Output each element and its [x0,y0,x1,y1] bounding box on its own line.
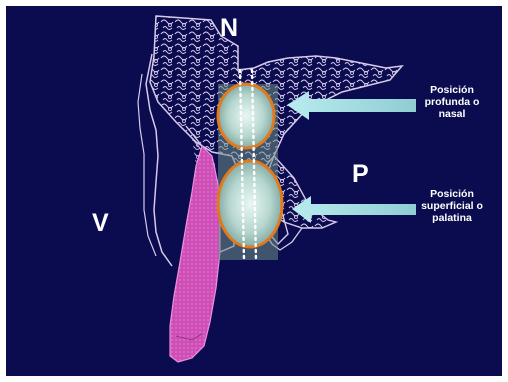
arrow-superficial [292,196,416,223]
arrow-deep [287,91,416,120]
caption-superficial-line-1: Posición [406,188,498,200]
tooth [170,146,220,362]
diagram-slide: N V P Posición profunda o nasal Posición… [6,6,502,376]
caption-superficial-line-2: superficial o [406,200,498,212]
caption-deep-line-2: profunda o [406,96,498,108]
caption-deep: Posición profunda o nasal [406,84,498,120]
caption-deep-line-3: nasal [406,108,498,120]
bone-vestibular-outline-outer [138,74,156,256]
caption-superficial: Posición superficial o palatina [406,188,498,224]
label-nasal: N [220,16,238,41]
label-palatal: P [352,162,369,187]
label-vestibular: V [92,211,109,236]
caption-superficial-line-3: palatina [406,212,498,224]
caption-deep-line-1: Posición [406,84,498,96]
